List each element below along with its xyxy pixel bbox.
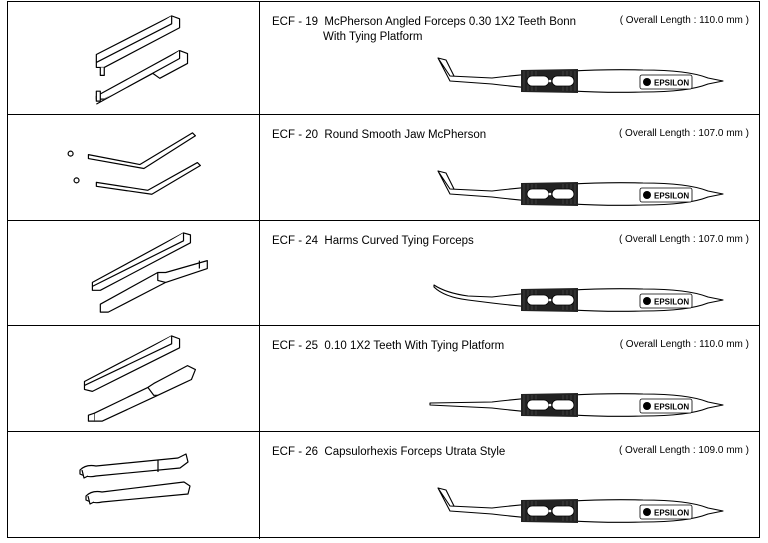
product-row: ECF - 24 Harms Curved Tying Forceps ( Ov… — [8, 221, 759, 326]
forceps-illustration: EPSILON — [437, 170, 724, 206]
forceps-illustration: EPSILON — [433, 284, 724, 312]
product-code: ECF - 20 — [272, 129, 319, 141]
overall-length: ( Overall Length : 107.0 mm ) — [618, 128, 749, 139]
product-title: ECF - 25 0.10 1X2 Teeth With Tying Platf… — [272, 339, 602, 354]
brand-label: EPSILON — [654, 298, 689, 307]
overall-length: ( Overall Length : 110.0 mm ) — [619, 339, 749, 350]
product-title: ECF - 19 McPherson Angled Forceps 0.30 1… — [272, 15, 602, 45]
product-row: ECF - 20 Round Smooth Jaw McPherson ( Ov… — [8, 115, 759, 221]
product-name: Harms Curved Tying Forceps — [324, 235, 474, 247]
forceps-illustration: EPSILON — [429, 393, 724, 417]
forceps-illustration: EPSILON — [437, 57, 724, 93]
teeth-tying-platform-tip-icon — [83, 335, 197, 422]
product-name-line2: With Tying Platform — [323, 31, 423, 43]
epsilon-logo-icon — [643, 191, 651, 199]
overall-length: ( Overall Length : 110.0 mm ) — [619, 15, 749, 26]
forceps-illustration: EPSILON — [437, 487, 724, 523]
capsulorhexis-tip-icon — [79, 453, 191, 505]
product-row: ECF - 19 McPherson Angled Forceps 0.30 1… — [8, 2, 759, 115]
epsilon-logo-icon — [643, 78, 651, 86]
brand-label: EPSILON — [654, 403, 689, 412]
tip-detail-cell — [8, 2, 260, 114]
brand-label: EPSILON — [654, 79, 689, 88]
round-smooth-jaw-tip-icon — [67, 132, 201, 195]
angled-teeth-tying-platform-tip-icon — [95, 15, 189, 105]
tip-detail-cell — [8, 326, 260, 431]
product-code: ECF - 25 — [272, 340, 319, 352]
product-catalog-table: ECF - 19 McPherson Angled Forceps 0.30 1… — [7, 1, 760, 539]
brand-label: EPSILON — [654, 509, 689, 518]
tip-detail-cell — [8, 432, 260, 539]
curved-tying-tip-icon — [91, 232, 208, 313]
overall-length: ( Overall Length : 109.0 mm ) — [618, 445, 749, 456]
product-name: McPherson Angled Forceps 0.30 1X2 Teeth … — [324, 16, 577, 28]
product-title: ECF - 24 Harms Curved Tying Forceps — [272, 234, 602, 249]
epsilon-logo-icon — [643, 297, 651, 305]
product-code: ECF - 26 — [272, 446, 319, 458]
product-name: Capsulorhexis Forceps Utrata Style — [324, 446, 506, 458]
epsilon-logo-icon — [643, 508, 651, 516]
product-title: ECF - 20 Round Smooth Jaw McPherson — [272, 128, 602, 143]
product-name: 0.10 1X2 Teeth With Tying Platform — [324, 340, 505, 352]
product-title: ECF - 26 Capsulorhexis Forceps Utrata St… — [272, 445, 602, 460]
product-name: Round Smooth Jaw McPherson — [324, 129, 487, 141]
brand-label: EPSILON — [654, 192, 689, 201]
product-code: ECF - 19 — [272, 16, 319, 28]
product-row: ECF - 26 Capsulorhexis Forceps Utrata St… — [8, 432, 759, 539]
overall-length: ( Overall Length : 107.0 mm ) — [618, 234, 749, 245]
epsilon-logo-icon — [643, 402, 651, 410]
tip-detail-cell — [8, 221, 260, 325]
product-code: ECF - 24 — [272, 235, 319, 247]
product-row: ECF - 25 0.10 1X2 Teeth With Tying Platf… — [8, 326, 759, 432]
tip-detail-cell — [8, 115, 260, 220]
